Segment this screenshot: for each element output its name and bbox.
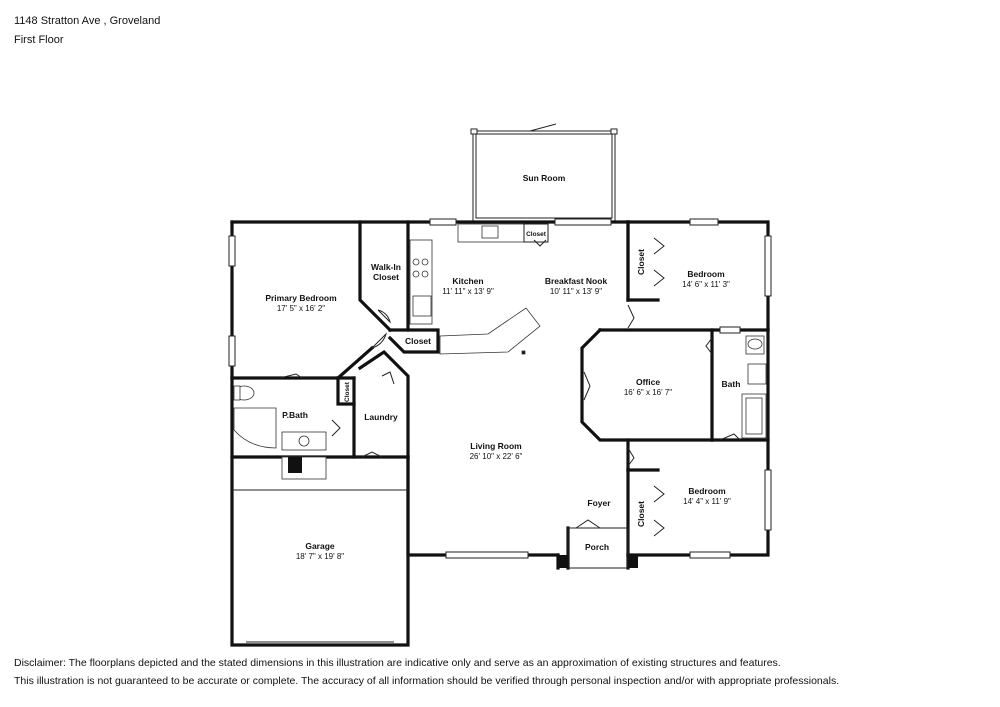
label-kitchen: Kitchen bbox=[452, 276, 483, 286]
label-office: Office bbox=[636, 377, 660, 387]
label-pbath: P.Bath bbox=[282, 410, 308, 420]
windows bbox=[228, 218, 772, 559]
label-bedroom-1: Bedroom bbox=[687, 269, 725, 279]
property-address: 1148 Stratton Ave , Groveland bbox=[14, 15, 161, 27]
label-living-room: Living Room bbox=[470, 441, 522, 451]
label-bath: Bath bbox=[722, 379, 741, 389]
disclaimer-line-1: Disclaimer: The floorplans depicted and … bbox=[14, 657, 781, 669]
dims-bedroom-1: 14' 6" x 11' 3" bbox=[682, 280, 730, 289]
label-pbath-closet: Closet bbox=[344, 381, 351, 402]
disclaimer-line-2: This illustration is not guaranteed to b… bbox=[14, 675, 840, 687]
dims-kitchen: 11' 11" x 13' 9" bbox=[442, 287, 494, 296]
label-foyer: Foyer bbox=[587, 498, 611, 508]
label-primary-bedroom: Primary Bedroom bbox=[265, 293, 337, 303]
bath-fixtures bbox=[233, 385, 327, 480]
dims-garage: 18' 7" x 19' 8" bbox=[296, 552, 344, 561]
label-pantry-closet: Closet bbox=[526, 231, 547, 238]
label-laundry: Laundry bbox=[364, 412, 398, 422]
label-walk-in-closet-1: Walk-In bbox=[371, 262, 401, 272]
label-bedroom-2: Bedroom bbox=[688, 486, 726, 496]
dims-primary-bedroom: 17' 5" x 16' 2" bbox=[277, 304, 325, 313]
bath2-fixtures bbox=[741, 335, 767, 439]
label-breakfast-nook: Breakfast Nook bbox=[545, 276, 608, 286]
label-walk-in-closet-2: Closet bbox=[373, 272, 399, 282]
dims-office: 16' 6" x 16' 7" bbox=[624, 388, 672, 397]
label-bedroom2-closet: Closet bbox=[636, 501, 646, 527]
dims-breakfast-nook: 10' 11" x 13' 9" bbox=[550, 287, 602, 296]
closet-boxes bbox=[523, 223, 549, 243]
porch-structure bbox=[558, 527, 638, 569]
garage-details bbox=[232, 489, 408, 643]
dims-living-room: 26' 10" x 22' 6" bbox=[470, 452, 523, 461]
label-porch: Porch bbox=[585, 542, 609, 552]
label-hall-closet: Closet bbox=[405, 336, 431, 346]
dims-bedroom-2: 14' 4" x 11' 9" bbox=[683, 497, 731, 506]
label-sun-room: Sun Room bbox=[523, 173, 566, 183]
kitchen-counters bbox=[409, 223, 541, 355]
floor-label: First Floor bbox=[14, 34, 64, 46]
label-bedroom1-closet: Closet bbox=[636, 249, 646, 275]
label-garage: Garage bbox=[305, 541, 335, 551]
